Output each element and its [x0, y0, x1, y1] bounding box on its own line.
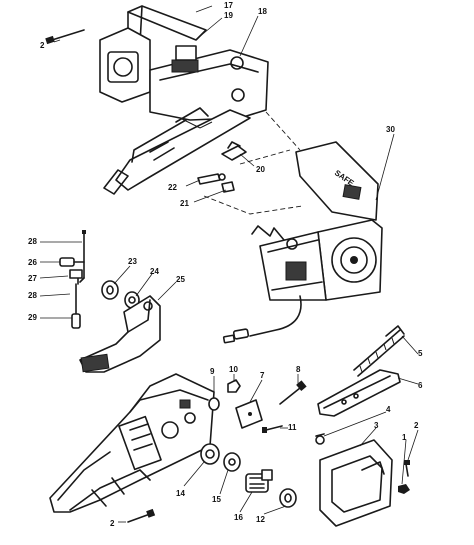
screw-2-top	[45, 29, 85, 45]
part-3-sprocket-cover	[319, 439, 393, 527]
callout-27: 27	[28, 274, 37, 283]
callout-23: 23	[128, 257, 137, 266]
part-15-bushing	[200, 443, 220, 465]
callout-25: 25	[176, 275, 185, 284]
part-21-stud	[221, 181, 235, 193]
callout-14: 14	[176, 489, 185, 498]
leader-lines	[39, 5, 419, 523]
part-22-pin	[197, 173, 226, 185]
part-16-bushing	[223, 452, 241, 472]
oiler-parts	[59, 230, 86, 329]
callout-2-top: 2	[40, 41, 45, 50]
saw-chain	[353, 325, 405, 377]
callout-5: 5	[418, 349, 423, 358]
callout-22: 22	[168, 183, 177, 192]
callout-4: 4	[386, 405, 391, 414]
part-25-lever	[79, 295, 161, 373]
callout-21: 21	[180, 199, 189, 208]
callout-3: 3	[374, 421, 379, 430]
callout-8: 8	[296, 365, 301, 374]
callout-15: 15	[212, 495, 221, 504]
callout-18: 18	[258, 7, 267, 16]
callout-26: 26	[28, 258, 37, 267]
callout-16: 16	[234, 513, 243, 522]
motor-assembly: SAFE	[222, 141, 383, 344]
guide-bar	[317, 369, 401, 417]
callout-30: 30	[386, 125, 395, 134]
part-2-screw-right	[404, 460, 410, 477]
part-7-plate	[235, 399, 263, 429]
part-1-nut	[398, 484, 410, 494]
callout-28-bottom: 28	[28, 291, 37, 300]
callout-29: 29	[28, 313, 37, 322]
callout-20: 20	[256, 165, 265, 174]
callout-2-right: 2	[414, 421, 419, 430]
part-10-nut	[227, 379, 241, 393]
part-11-screw	[262, 425, 283, 433]
callout-24: 24	[150, 267, 159, 276]
callout-28-top: 28	[28, 237, 37, 246]
sprocket-assembly	[245, 469, 297, 508]
part-4-washer	[315, 433, 325, 445]
callout-12: 12	[256, 515, 265, 524]
callout-2-bottom: 2	[110, 519, 115, 528]
part-20-clip	[221, 141, 247, 161]
callout-numbers: 17 19 18 2 20 22 21 30 28 26 27 28 29 23…	[28, 1, 423, 528]
bottom-housing	[49, 373, 215, 513]
screw-2-bottom	[127, 508, 156, 523]
callout-6: 6	[418, 381, 423, 390]
callout-7: 7	[260, 371, 265, 380]
part-8-bolt	[279, 380, 307, 405]
part-9-washer	[208, 397, 220, 411]
callout-11: 11	[288, 423, 297, 432]
rear-handle-housing	[99, 5, 269, 195]
callout-17: 17	[224, 1, 233, 10]
part-23-washer	[101, 280, 119, 300]
callout-1: 1	[402, 433, 407, 442]
callout-9: 9	[210, 367, 215, 376]
callout-19: 19	[224, 11, 233, 20]
callout-10: 10	[229, 365, 238, 374]
